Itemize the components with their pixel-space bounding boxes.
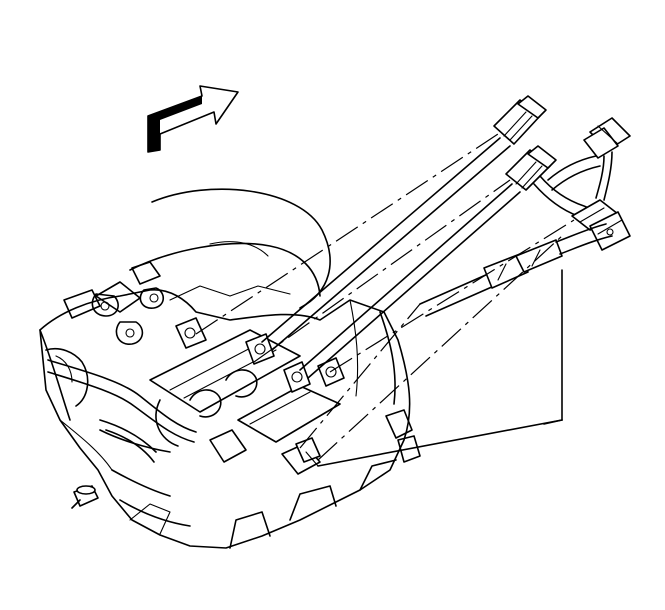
engine-block bbox=[39, 261, 421, 549]
alignment-leader-lines bbox=[195, 133, 575, 461]
wire-harness-left bbox=[47, 359, 197, 463]
intake-cover bbox=[129, 188, 331, 309]
intake-brackets bbox=[91, 287, 165, 345]
spark-plug-wire-2 bbox=[299, 145, 557, 379]
plug-wire-boots-installed bbox=[175, 317, 345, 463]
wire-separator-clip bbox=[571, 199, 631, 251]
callout-bracket bbox=[305, 269, 563, 467]
bolt-icon bbox=[71, 485, 99, 509]
spark-plug-wire-1 bbox=[261, 95, 547, 351]
spark-plug-wire-3 bbox=[533, 117, 631, 243]
spark-plug-wire-4 bbox=[419, 223, 613, 317]
direction-arrow-icon bbox=[147, 85, 239, 153]
